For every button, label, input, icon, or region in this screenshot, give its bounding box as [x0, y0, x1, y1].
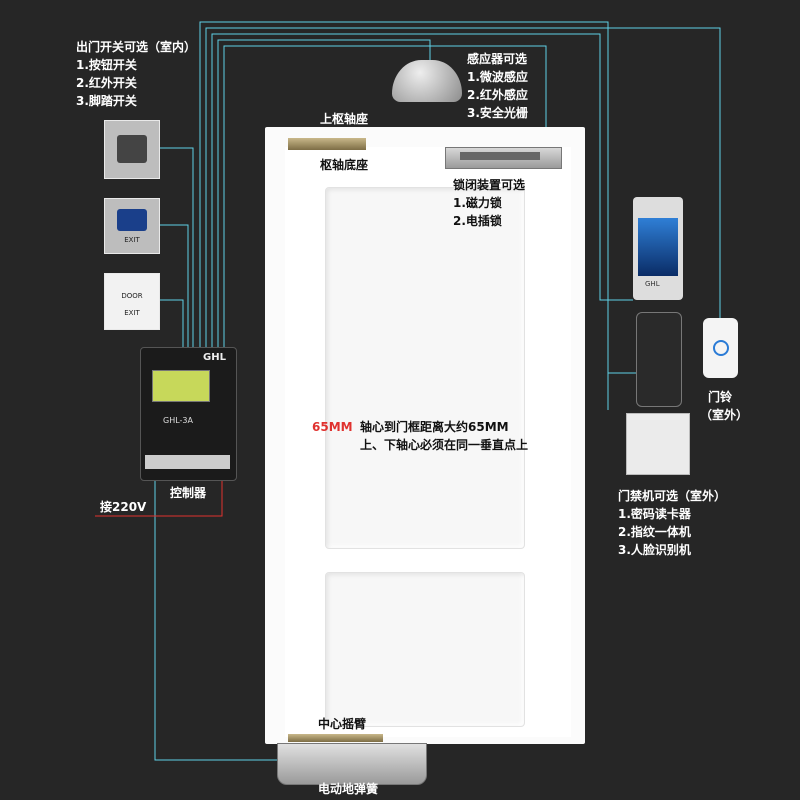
fingerprint-terminal [636, 312, 682, 407]
exit-switch-option: 3.脚踏开关 [76, 94, 137, 108]
motion-sensor [392, 60, 462, 102]
wire-fingerprint [607, 372, 636, 410]
access-option: 2.指纹一体机 [618, 525, 691, 539]
door-face [285, 147, 571, 737]
push-button-icon [117, 135, 147, 163]
exit-switch-option: 1.按钮开关 [76, 58, 137, 72]
face-terminal-screen [638, 218, 678, 276]
wire-maglock [223, 45, 547, 347]
exit-ir-caption: EXIT [124, 236, 140, 244]
controller-terminals [145, 455, 230, 469]
top-pivot [288, 138, 366, 150]
wire-floor-spring [154, 479, 280, 761]
exit-switch-option: 2.红外开关 [76, 76, 137, 90]
exit-door-caption-top: DOOR [121, 292, 143, 300]
pivot-base-label: 枢轴底座 [320, 158, 369, 172]
lock-option: 1.磁力锁 [453, 196, 502, 210]
exit-ir-switch: EXIT [104, 198, 160, 254]
measure-value: 65MM [312, 420, 353, 434]
measure-note: 上、下轴心必须在同一垂直点上 [360, 438, 529, 452]
wire-exit-button [158, 147, 194, 347]
access-title: 门禁机可选（室外） [618, 489, 727, 503]
face-terminal-brand: GHL [645, 280, 660, 288]
sensor-title: 感应器可选 [467, 52, 528, 66]
controller-label: 控制器 [170, 486, 207, 500]
power-wire [95, 480, 223, 517]
keypad-card-reader [626, 413, 690, 475]
sensor-option: 3.安全光栅 [467, 106, 528, 120]
swing-arm [288, 734, 383, 742]
controller-model: GHL-3A [163, 416, 193, 425]
exit-door-caption-bottom: EXIT [124, 309, 140, 317]
access-option: 3.人脸识别机 [618, 543, 691, 557]
magnetic-lock-slot [460, 152, 540, 160]
swing-arm-label: 中心摇臂 [318, 717, 367, 731]
wire-face-terminal [211, 33, 633, 347]
measure-note: 轴心到门框距离大约65MM [360, 420, 509, 434]
doorbell-label: 门铃 [708, 390, 733, 404]
door-panel-lower [325, 572, 525, 727]
sensor-option: 1.微波感应 [467, 70, 528, 84]
exit-switch-title: 出门开关可选（室内） [76, 40, 197, 54]
wire-exit-door [158, 299, 184, 347]
sensor-option: 2.红外感应 [467, 88, 528, 102]
access-option: 1.密码读卡器 [618, 507, 691, 521]
wire-access-keypad [199, 21, 609, 410]
wire-doorbell [205, 27, 721, 347]
floor-spring-label: 电动地弹簧 [318, 782, 379, 796]
floor-spring [277, 743, 427, 785]
controller-brand: GHL [203, 352, 226, 363]
exit-button-switch [104, 120, 160, 179]
wire-sensor [217, 39, 431, 347]
power-label: 接220V [100, 500, 147, 514]
exit-door-switch: DOOR EXIT [104, 273, 160, 330]
wire-exit-ir [158, 224, 189, 347]
doorbell-location: （室外） [700, 408, 749, 422]
door-panel-upper [325, 187, 525, 549]
lock-title: 锁闭装置可选 [453, 178, 526, 192]
bell-icon [713, 340, 729, 356]
controller-lcd [152, 370, 210, 402]
ir-sensor-icon [117, 209, 147, 231]
lock-option: 2.电插锁 [453, 214, 502, 228]
top-pivot-label: 上枢轴座 [320, 112, 369, 126]
